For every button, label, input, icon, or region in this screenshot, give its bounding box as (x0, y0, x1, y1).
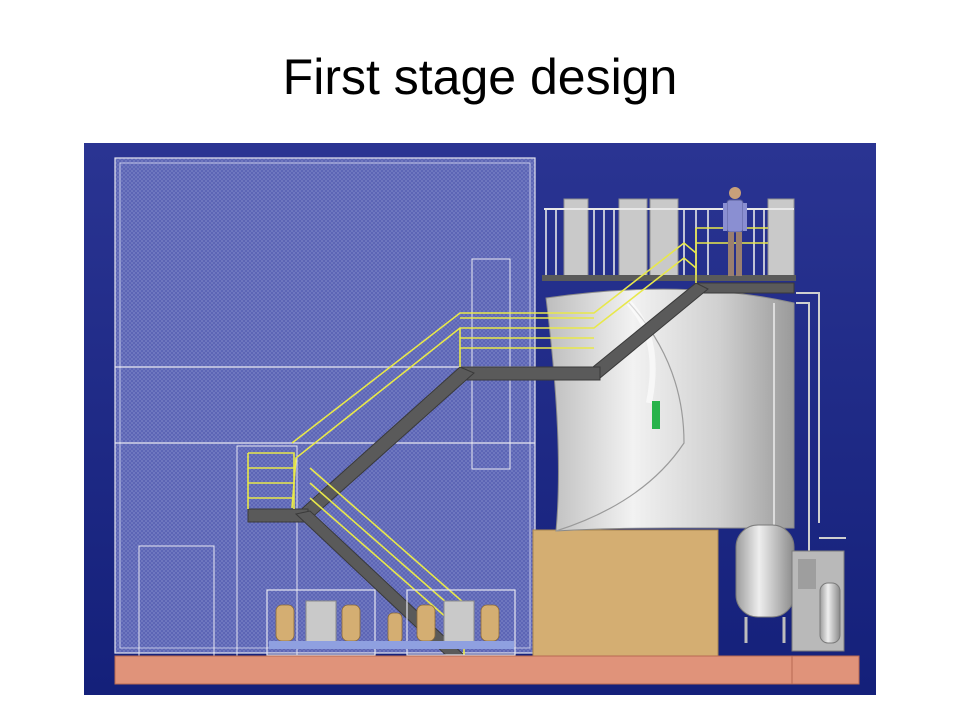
upper-platform (542, 198, 796, 281)
building-frame (114, 157, 536, 657)
large-tank (545, 288, 795, 532)
pressure-vessel (735, 524, 795, 643)
tank-base (532, 529, 719, 658)
design-drawing (84, 143, 876, 695)
standing-person (723, 187, 747, 276)
equipment-cabinet (791, 537, 846, 652)
floor-slab (114, 655, 860, 685)
piping (796, 292, 820, 613)
staircase (247, 282, 795, 660)
gas-bottles (266, 589, 516, 656)
slide-title: First stage design (282, 49, 678, 105)
